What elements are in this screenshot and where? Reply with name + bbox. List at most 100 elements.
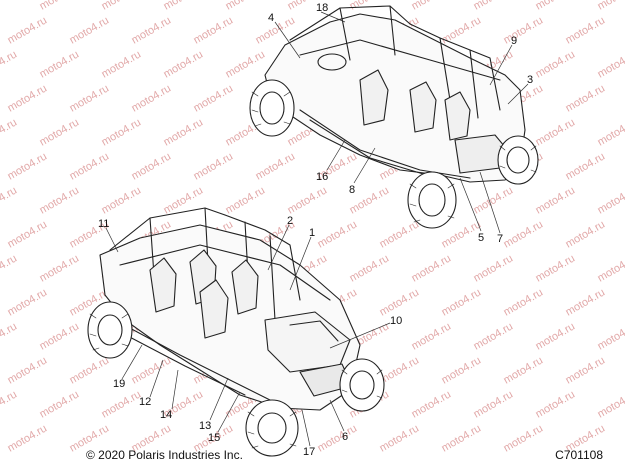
- watermark-text: moto4.ru: [0, 48, 19, 80]
- callout-11: 11: [98, 218, 109, 230]
- watermark-text: moto4.ru: [162, 0, 206, 13]
- watermark-text: moto4.ru: [100, 116, 144, 148]
- watermark-text: moto4.ru: [502, 218, 546, 250]
- watermark-text: moto4.ru: [410, 388, 454, 420]
- watermark-text: moto4.ru: [38, 320, 82, 352]
- watermark-text: moto4.ru: [596, 388, 625, 420]
- watermark-text: moto4.ru: [534, 252, 578, 284]
- watermark-text: moto4.ru: [68, 82, 112, 114]
- watermark-text: moto4.ru: [100, 184, 144, 216]
- watermark-text: moto4.ru: [564, 218, 608, 250]
- watermark-text: moto4.ru: [534, 0, 578, 13]
- watermark-text: moto4.ru: [348, 252, 392, 284]
- callout-7: 7: [497, 233, 503, 245]
- callout-8: 8: [349, 184, 355, 196]
- copyright-notice: © 2020 Polaris Industries Inc.: [86, 448, 243, 462]
- watermark-text: moto4.ru: [534, 320, 578, 352]
- watermark-text: moto4.ru: [596, 252, 625, 284]
- watermark-text: moto4.ru: [38, 48, 82, 80]
- watermark-text: moto4.ru: [596, 0, 625, 13]
- callout-12: 12: [139, 396, 151, 408]
- watermark-text: moto4.ru: [130, 14, 174, 46]
- watermark-text: moto4.ru: [502, 422, 546, 454]
- watermark-text: moto4.ru: [0, 320, 19, 352]
- watermark-text: moto4.ru: [192, 82, 236, 114]
- watermark-text: moto4.ru: [286, 184, 330, 216]
- watermark-text: moto4.ru: [472, 252, 516, 284]
- watermark-text: moto4.ru: [68, 354, 112, 386]
- watermark-text: moto4.ru: [38, 0, 82, 13]
- watermark-text: moto4.ru: [130, 150, 174, 182]
- watermark-text: moto4.ru: [162, 48, 206, 80]
- watermark-text: moto4.ru: [162, 116, 206, 148]
- watermark-text: moto4.ru: [564, 82, 608, 114]
- callout-4: 4: [268, 12, 274, 24]
- watermark-text: moto4.ru: [38, 116, 82, 148]
- watermark-text: moto4.ru: [534, 184, 578, 216]
- watermark-text: moto4.ru: [0, 116, 19, 148]
- watermark-text: moto4.ru: [564, 14, 608, 46]
- watermark-text: moto4.ru: [440, 14, 484, 46]
- watermark-text: moto4.ru: [534, 388, 578, 420]
- watermark-text: moto4.ru: [224, 48, 268, 80]
- callout-9: 9: [511, 35, 517, 47]
- watermark-text: moto4.ru: [410, 252, 454, 284]
- watermark-text: moto4.ru: [410, 0, 454, 13]
- watermark-text: moto4.ru: [472, 320, 516, 352]
- watermark-text: moto4.ru: [440, 354, 484, 386]
- watermark-text: moto4.ru: [0, 388, 19, 420]
- watermark-text: moto4.ru: [38, 388, 82, 420]
- watermark-text: moto4.ru: [6, 150, 50, 182]
- leader-lines: [105, 11, 529, 447]
- watermark-text: moto4.ru: [564, 354, 608, 386]
- watermark-text: moto4.ru: [564, 150, 608, 182]
- callout-17: 17: [303, 446, 315, 458]
- callout-15: 15: [208, 432, 220, 444]
- watermark-text: moto4.ru: [38, 184, 82, 216]
- vehicle-top: [249, 5, 539, 229]
- watermark-text: moto4.ru: [410, 320, 454, 352]
- watermark-text: moto4.ru: [68, 150, 112, 182]
- watermark-text: moto4.ru: [378, 286, 422, 318]
- watermark-text: moto4.ru: [6, 82, 50, 114]
- watermark-text: moto4.ru: [100, 388, 144, 420]
- watermark-text: moto4.ru: [316, 422, 360, 454]
- callout-19: 19: [113, 378, 125, 390]
- watermark-text: moto4.ru: [0, 184, 19, 216]
- watermark-text: moto4.ru: [502, 286, 546, 318]
- watermark-text: moto4.ru: [130, 354, 174, 386]
- callout-14: 14: [160, 409, 172, 421]
- callout-labels: 4 18 9 3 16 8 5 7 11 2 1 10 19 12 14 13 …: [98, 2, 533, 458]
- callout-2: 2: [287, 215, 293, 227]
- watermark-text: moto4.ru: [6, 218, 50, 250]
- watermark-text: moto4.ru: [38, 252, 82, 284]
- callout-5: 5: [478, 232, 484, 244]
- watermark-text: moto4.ru: [68, 14, 112, 46]
- watermark-text: moto4.ru: [472, 0, 516, 13]
- watermark-text: moto4.ru: [6, 286, 50, 318]
- watermark-text: moto4.ru: [6, 422, 50, 454]
- watermark-text: moto4.ru: [192, 150, 236, 182]
- watermark-text: moto4.ru: [0, 0, 19, 13]
- watermark-text: moto4.ru: [596, 48, 625, 80]
- vehicle-bottom: [87, 207, 385, 457]
- watermark-text: moto4.ru: [378, 218, 422, 250]
- callout-1: 1: [309, 227, 315, 239]
- watermark-text: moto4.ru: [440, 286, 484, 318]
- watermark-text: moto4.ru: [596, 184, 625, 216]
- watermark-text: moto4.ru: [472, 388, 516, 420]
- watermark-text: moto4.ru: [130, 82, 174, 114]
- watermark-text: moto4.ru: [502, 14, 546, 46]
- watermark-text: moto4.ru: [254, 150, 298, 182]
- watermark-text: moto4.ru: [224, 0, 268, 13]
- callout-3: 3: [527, 74, 533, 86]
- callout-10: 10: [390, 315, 402, 327]
- watermark-text: moto4.ru: [534, 116, 578, 148]
- callout-18: 18: [316, 2, 328, 14]
- watermark-text: moto4.ru: [100, 0, 144, 13]
- watermark-text: moto4.ru: [378, 422, 422, 454]
- watermark-text: moto4.ru: [224, 184, 268, 216]
- callout-6: 6: [342, 431, 348, 443]
- watermark-text: moto4.ru: [564, 286, 608, 318]
